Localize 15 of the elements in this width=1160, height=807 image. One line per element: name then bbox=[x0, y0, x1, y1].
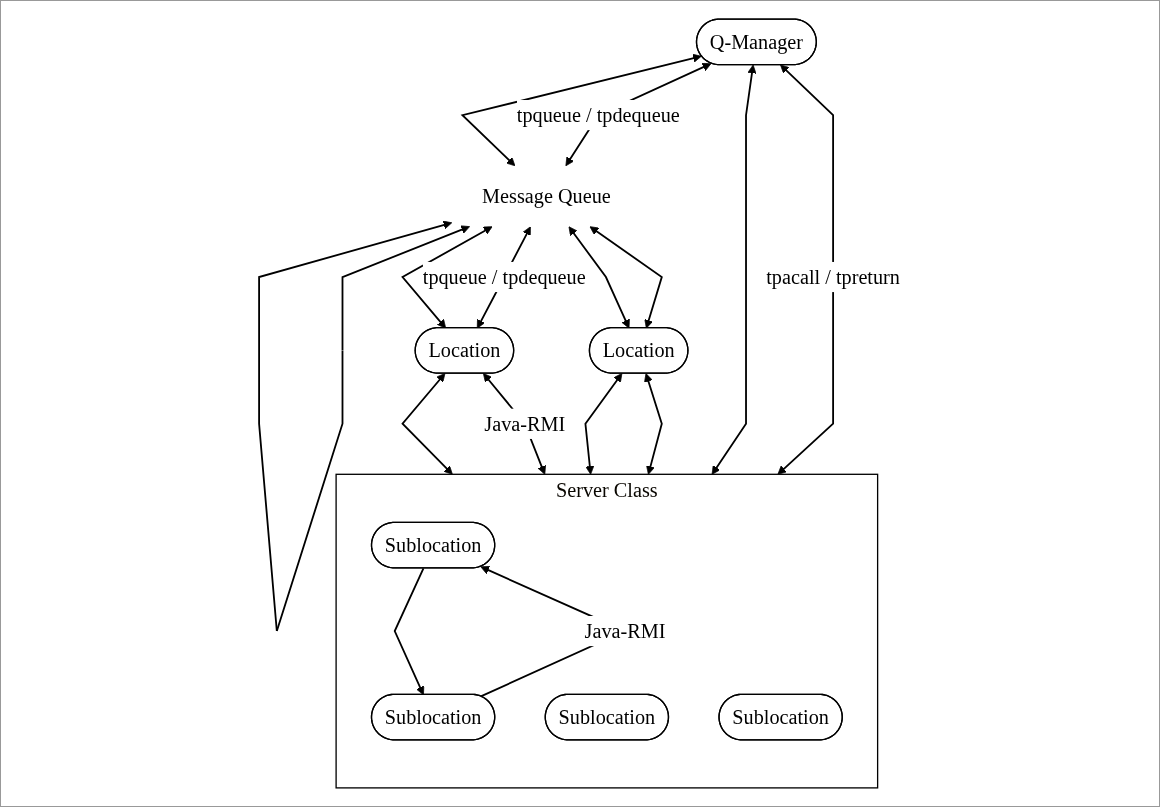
arrow bbox=[778, 64, 835, 475]
arrow bbox=[461, 53, 703, 167]
arrow bbox=[394, 567, 425, 696]
edge-label: Java-RMI bbox=[585, 619, 666, 643]
node-text: Message Queue bbox=[482, 184, 612, 208]
arrow bbox=[584, 373, 623, 475]
edge-label: Java-RMI bbox=[484, 412, 566, 435]
edge-label: tpacall / tpreturn bbox=[766, 265, 901, 289]
arrow bbox=[401, 373, 454, 475]
arrow bbox=[644, 373, 664, 475]
edge-label: tpqueue / tpdequeue bbox=[423, 265, 587, 289]
arrow bbox=[712, 64, 757, 475]
edge-label: tpqueue / tpdequeue bbox=[517, 104, 681, 127]
arrow bbox=[590, 226, 664, 329]
arrow bbox=[569, 226, 631, 329]
